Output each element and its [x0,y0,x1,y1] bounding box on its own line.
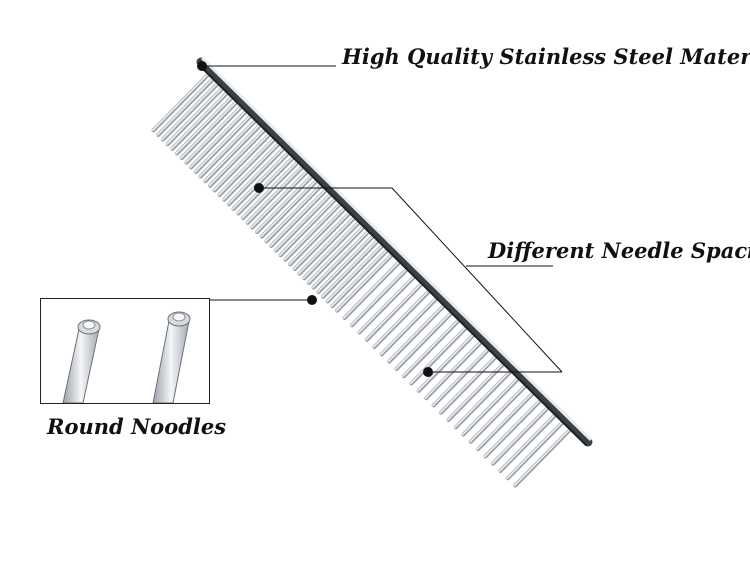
comb-tooth [409,327,467,385]
comb-tooth [288,207,345,266]
comb-tooth [365,283,422,341]
comb-tooth [476,392,533,450]
comb-tooth [184,106,242,164]
comb-tooth [250,170,308,229]
comb-tooth [293,212,350,270]
comb-tooth [274,194,331,252]
comb-tooth [469,385,526,443]
comb-tooth [203,124,260,182]
comb-tooth [302,221,359,280]
comb-spine [196,57,593,447]
comb-tooth [156,78,213,136]
comb-tooth [312,231,369,289]
comb-tooth [350,268,407,327]
comb-tooth [217,138,275,196]
comb-tooth [199,120,256,178]
comb-tooth [264,184,322,243]
comb-tooth [222,143,279,201]
comb-tooth [231,152,289,210]
comb-tooth [491,407,548,465]
comb-tooth [260,180,317,238]
comb-tooth [484,399,541,458]
comb-tooth [208,129,265,187]
callout-dot-material [197,61,207,71]
comb-tooth [357,276,415,334]
comb-tooth [424,341,481,399]
comb-teeth [151,72,572,488]
comb-tooth [417,334,474,392]
comb-tooth [170,92,228,150]
comb-tooth [326,244,383,303]
callout-dot-noodles [307,295,317,305]
tooth-closeup-left [62,319,101,403]
comb-tooth [297,217,355,275]
comb-tooth [461,378,519,436]
comb-tooth [283,203,341,261]
leader-lines [202,65,563,373]
comb-tooth [255,175,312,233]
callout-label-needle-spacing: Different Needle Spacing [488,238,750,263]
callout-dot-spacing-upper [254,183,264,193]
comb-tooth [513,429,570,487]
comb-tooth [380,297,437,356]
tooth-closeup-image [62,311,191,403]
comb-tooth [330,249,388,307]
comb-tooth [166,87,223,145]
comb-tooth [498,414,556,472]
comb-tooth [189,110,246,169]
comb-tooth [213,133,270,192]
comb-tooth [269,189,326,247]
callout-label-material: High Quality Stainless Steel Material [342,44,750,69]
comb-tooth [506,421,563,480]
comb-tooth [236,157,293,215]
comb-tooth [402,319,459,378]
comb-tooth [307,226,364,284]
comb-tooth [246,166,303,224]
comb-tooth [175,96,232,155]
comb-tooth [180,101,237,159]
round-noodles-detail-inset [40,298,210,404]
comb-tooth [432,348,489,407]
comb-tooth [227,147,284,206]
comb-tooth [321,240,378,298]
comb-tooth [394,312,452,370]
comb-tooth [454,370,511,429]
comb-tooth [241,161,298,219]
callout-label-round-noodles: Round Noodles [47,414,227,439]
comb-tooth [439,356,496,414]
comb-tooth [316,235,374,293]
comb-tooth [194,115,251,173]
comb-tooth [279,198,336,256]
comb-tooth [387,305,444,363]
callout-dot-spacing-lower [423,367,433,377]
comb-tooth [161,83,218,141]
comb-tooth [335,254,392,312]
leader-line-spacing-upper [259,187,563,373]
comb-tooth [151,73,209,132]
comb-tooth [372,290,429,348]
comb-tooth [446,363,504,421]
comb-tooth [343,261,400,319]
callout-dots [197,61,433,377]
tooth-closeup-right [152,311,191,403]
